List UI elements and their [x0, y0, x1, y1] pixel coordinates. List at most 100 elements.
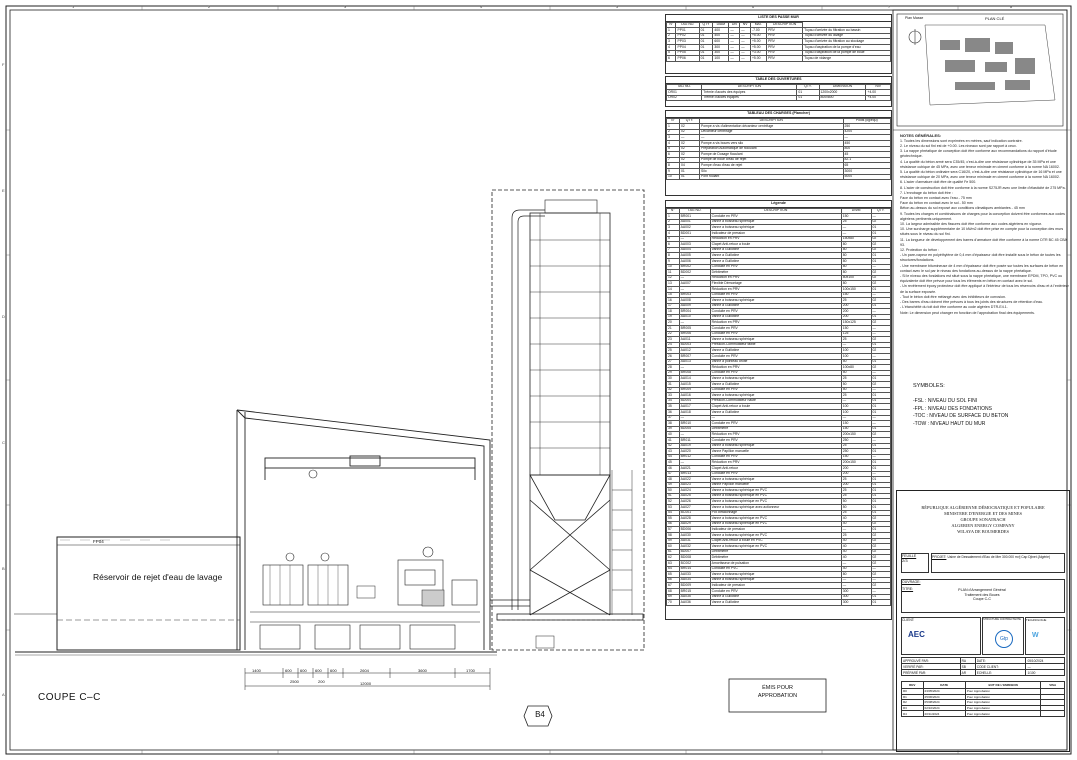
legend-cell: 01 [870, 492, 891, 500]
note-line: 8. L'acier de construction doit être con… [900, 185, 1066, 190]
loads-table: TABLEAU DES CHARGES (Plancher) N°QTY.DES… [665, 110, 892, 196]
legend-cell: 200x150 [840, 431, 872, 438]
dim: 2604 [360, 668, 369, 673]
legend-cell: 02 [870, 381, 891, 388]
legend-cell: 150 [840, 325, 872, 332]
legend-cell: — [870, 369, 891, 377]
legend-cell: Vanne a Guillotine [709, 599, 842, 606]
legend-cell: 150 [840, 291, 872, 299]
legend-cell: 150 [840, 420, 872, 427]
legend-cell: 80 [840, 280, 872, 287]
legend-cell: 80 [840, 269, 872, 276]
project-value: Usine de Dessalement d'Eau de Mer 300.00… [947, 555, 1051, 559]
legend-cell: Vanne a boisseau sphérique avec actionne… [709, 504, 842, 511]
grid-number: 3 [344, 4, 347, 9]
technology-box: TECHNOLOGIE W [1025, 617, 1065, 655]
legend-cell: 01 [870, 459, 891, 466]
fp-label: FP04 [93, 539, 104, 544]
legend-cell: Flexible Démontage [709, 280, 842, 287]
legend-cell: 80 [840, 252, 872, 259]
revision-header: DATE [922, 681, 966, 689]
feuille-value: 2/3 [902, 558, 908, 563]
legend-cell: 100 [840, 403, 872, 410]
openings-cell: OR02 [666, 94, 703, 102]
legend-cell: 200 [840, 464, 872, 472]
legend-cell: 300 [840, 599, 872, 606]
org-line: MINISTERE D'ENERGIE ET DES MINES [944, 510, 1022, 516]
contractor-box: STRUCTURE CONTRACTANTE Gtp [982, 617, 1024, 655]
legend-cell: Vanne a boisseau sphérique [709, 476, 842, 483]
section-title: COUPE C–C [38, 692, 101, 703]
legend-cell: Vanne Papillon manuelle [709, 448, 842, 455]
legend-cell: 70 [666, 599, 680, 606]
pass-wall-cell: +5.00 [749, 55, 768, 62]
legend-cell: 01 [870, 392, 891, 399]
legend-cell: Vanne a boisseau sphérique [709, 297, 842, 304]
pass-wall-cell: 01 [698, 55, 714, 62]
legend-cell: Vanne a Guillotine [709, 347, 842, 354]
legend-cell: — [709, 414, 842, 422]
legend-cell: Vanne a Guillotine [709, 257, 842, 265]
symbols-title: SYMBOLES: [913, 383, 945, 389]
legend-cell: 50 [840, 381, 872, 388]
openings-header: QTY. [796, 83, 820, 91]
legend-row: 37———— [666, 414, 891, 422]
legend-cell: 25 [840, 492, 872, 500]
note-line: Note: Le dimension peut changer en fonct… [900, 310, 1035, 315]
approval-cell: AR [959, 669, 976, 676]
revision-header: BUT DE L'EMISSION [964, 681, 1042, 689]
revision-cell [1040, 710, 1065, 717]
dim: 1700 [466, 668, 475, 673]
project-box: PROJET: Usine de Dessalement d'Eau de Me… [931, 553, 1065, 573]
grid-number: 2 [208, 4, 211, 9]
dim: 2500 [290, 679, 299, 684]
note-line: Face du béton en contact avec l'eau - 75… [900, 196, 972, 201]
dim: 1400 [252, 668, 261, 673]
legend-cell: 02 [870, 364, 891, 371]
note-line: 11. La longueur de développement des bar… [900, 237, 1067, 247]
legend-cell: Conduite en PRV [709, 330, 842, 338]
titre-line: Traitement des Boues [964, 592, 1000, 597]
approval-cell: ECHELLE: [974, 669, 1027, 676]
legend-cell: 80 [840, 263, 872, 271]
legend-cell: 01 [870, 442, 891, 450]
symbols: SYMBOLES: -FSL : NIVEAU DU SOL FINI -FPL… [913, 382, 1008, 428]
openings-cell: +4.00 [865, 94, 891, 102]
legend-cell: Conduite en PRV [709, 386, 842, 394]
title-block: RÉPUBLIQUE ALGÉRIENNE DÉMOCRATIQUE ET PO… [896, 490, 1070, 752]
legend-cell: 02 [870, 280, 891, 287]
legend-cell: 01 [870, 341, 891, 349]
legend-cell: — [870, 420, 891, 427]
pass-wall-cell: 6 [666, 55, 677, 62]
legend-cell: 25 [840, 336, 872, 343]
legend-cell: 01 [870, 302, 891, 310]
legend-cell: Pression-Commutateur faible [709, 341, 842, 349]
note-line: 12. Protection du béton : [900, 248, 940, 253]
openings-cell: 01 [796, 94, 820, 102]
legend-cell: Conduite en PRV [709, 353, 842, 360]
legend-cell: 200 [840, 313, 872, 321]
feuille-label: FEUILLE [902, 554, 917, 558]
legend-cell: Conduite en PRV [709, 420, 842, 427]
note-line: 10. La largeur admissible des fissures d… [900, 222, 1042, 227]
legend-cell: Clapet Anti-retour [709, 464, 842, 472]
grid-letter: F [2, 62, 5, 67]
note-line: - Un revêtement époxy protecteur doit êt… [900, 284, 1069, 294]
legend-cell: 01 [870, 257, 891, 265]
loads-cell: 10 [666, 173, 680, 181]
legend-cell: Vanne a Guillotine [709, 381, 842, 388]
